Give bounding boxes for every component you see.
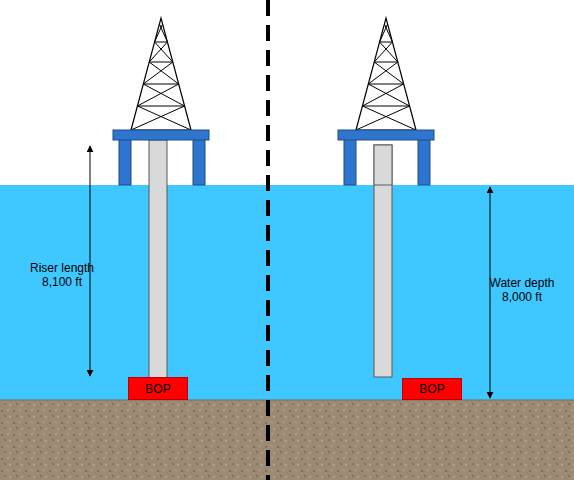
derrick-brace	[143, 84, 184, 106]
derrick-bar	[137, 106, 184, 107]
derrick-brace	[384, 24, 392, 42]
derrick-brace	[137, 106, 191, 130]
platform-leg	[119, 139, 131, 185]
platform-deck	[113, 130, 209, 140]
derrick-brace	[368, 62, 397, 84]
derrick-brace	[362, 106, 416, 130]
derrick-brace	[149, 62, 178, 84]
derrick-brace	[356, 106, 410, 130]
sea-water	[0, 185, 574, 400]
derrick-brace	[374, 62, 403, 84]
platform-leg	[193, 139, 205, 185]
derrick-bar	[155, 42, 168, 43]
divider-line	[266, 0, 270, 480]
platform-leg	[344, 139, 356, 185]
derrick-bar	[149, 62, 173, 63]
seabed	[0, 400, 574, 480]
derrick-brace	[155, 42, 173, 62]
derrick-brace	[380, 24, 388, 42]
derrick-brace	[149, 42, 167, 62]
drilling-rig	[338, 18, 434, 377]
derrick-bar	[380, 42, 393, 43]
derrick-brace	[380, 42, 398, 62]
derrick-bar	[362, 106, 409, 107]
water-depth-arrow	[490, 187, 491, 398]
derrick-brace	[362, 84, 403, 106]
derrick-frame	[356, 18, 416, 130]
derrick-bar	[368, 84, 403, 85]
bop-label: BOP	[145, 382, 170, 396]
riser-pipe	[374, 145, 392, 185]
bop-box: BOP	[402, 378, 462, 400]
derrick-bar	[374, 62, 398, 63]
seabed-line	[0, 400, 574, 401]
platform-leg	[418, 139, 430, 185]
water-depth-label: Water depth 8,000 ft	[479, 276, 565, 305]
bop-label: BOP	[419, 382, 444, 396]
derrick-bar	[143, 84, 178, 85]
derrick-brace	[131, 106, 185, 130]
bop-box: BOP	[128, 377, 188, 400]
derrick-brace	[155, 24, 163, 42]
derrick-brace	[143, 62, 172, 84]
derrick-brace	[159, 24, 167, 42]
platform-deck	[338, 130, 434, 140]
derrick-brace	[374, 42, 392, 62]
riser-length-label: Riser length 8,100 ft	[19, 261, 105, 290]
derrick-brace	[368, 84, 409, 106]
riser-pipe	[374, 145, 392, 377]
riser-pipe	[149, 140, 167, 378]
drilling-rig	[113, 18, 209, 378]
derrick-frame	[131, 18, 191, 130]
derrick-brace	[137, 84, 178, 106]
